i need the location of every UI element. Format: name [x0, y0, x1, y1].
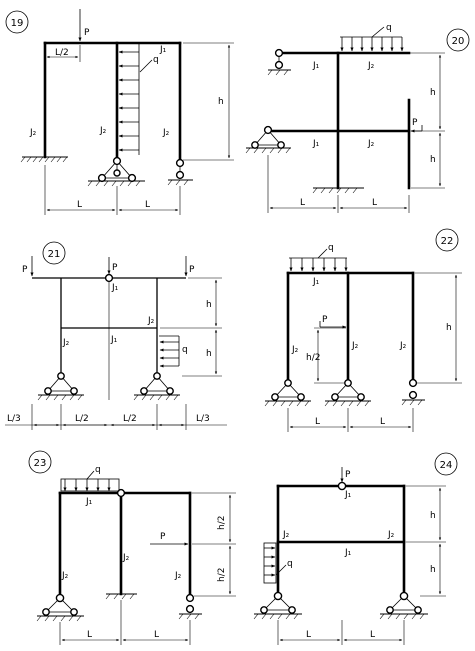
stiffness-label: J₁: [159, 45, 167, 55]
svg-text:P: P: [322, 315, 328, 325]
problem-19: 19 P: [5, 9, 234, 215]
svg-text:22: 22: [441, 236, 454, 247]
svg-text:J₂: J₂: [62, 338, 70, 348]
svg-text:J₁: J₁: [85, 497, 93, 507]
svg-text:q: q: [95, 465, 101, 475]
problem-number-circle: [5, 10, 29, 34]
svg-text:P: P: [189, 265, 195, 275]
svg-text:P: P: [22, 265, 28, 275]
distributed-load: [340, 26, 404, 52]
svg-text:J₁: J₁: [110, 335, 118, 345]
roller-support: [175, 158, 185, 168]
stiffness-label: J₂: [162, 128, 170, 138]
svg-text:L: L: [315, 417, 320, 427]
problem-21: 21 P P P J₁ J₂ J₂ J₁: [5, 241, 227, 430]
dimension-label: h: [218, 97, 224, 107]
svg-text:L: L: [154, 630, 159, 640]
svg-text:J₂: J₂: [61, 571, 69, 581]
svg-text:J₂: J₂: [367, 139, 375, 149]
svg-text:h: h: [446, 323, 452, 333]
svg-text:J₂: J₂: [351, 341, 359, 351]
svg-text:h: h: [430, 88, 436, 98]
svg-text:P: P: [345, 470, 351, 480]
svg-text:h: h: [430, 565, 436, 575]
svg-text:J₁: J₁: [344, 548, 352, 558]
svg-text:q: q: [182, 345, 188, 355]
svg-text:L: L: [380, 417, 385, 427]
dimension-label: L: [145, 200, 150, 210]
problem-number: 19: [11, 18, 24, 29]
svg-text:20: 20: [452, 36, 465, 47]
svg-text:L/3: L/3: [7, 414, 21, 424]
problem-22: 22 q J₁ P h/2 J₂ J₂ J₂: [264, 228, 462, 432]
svg-text:J₁: J₁: [344, 490, 352, 500]
svg-text:P: P: [112, 263, 118, 273]
distributed-load: [159, 335, 180, 368]
svg-text:J₁: J₁: [312, 61, 320, 71]
svg-text:P: P: [160, 532, 166, 542]
problem-24: 24 P J₁ J₂ J₂ J₁ q: [253, 452, 458, 645]
svg-text:J₂: J₂: [282, 530, 290, 540]
svg-text:h/2: h/2: [217, 568, 227, 582]
distributed-load: [60, 470, 120, 492]
svg-text:h/2: h/2: [217, 516, 227, 530]
svg-text:h: h: [206, 349, 212, 359]
dimension-label: L: [77, 200, 82, 210]
svg-text:q: q: [386, 23, 392, 33]
svg-text:L/2: L/2: [123, 414, 137, 424]
problem-20: 20 q J₁: [245, 23, 470, 213]
svg-text:J₂: J₂: [291, 345, 299, 355]
svg-text:24: 24: [440, 460, 453, 471]
svg-text:L/3: L/3: [196, 414, 210, 424]
svg-text:q: q: [328, 243, 334, 253]
svg-text:J₂: J₂: [367, 61, 375, 71]
distributed-load: [263, 542, 287, 584]
svg-text:J₂: J₂: [387, 530, 395, 540]
svg-text:J₂: J₂: [122, 553, 130, 563]
problem-23: 23 q J₁ P J₂ J₂ J₂: [28, 450, 236, 645]
stiffness-label: J₂: [29, 128, 37, 138]
dimension-label: L/2: [55, 48, 69, 58]
stiffness-label: J₂: [99, 126, 107, 136]
svg-text:J₁: J₁: [111, 283, 119, 293]
svg-text:h: h: [430, 155, 436, 165]
svg-text:L/2: L/2: [75, 414, 89, 424]
svg-text:h: h: [430, 511, 436, 521]
svg-text:J₂: J₂: [174, 571, 182, 581]
load-label: P: [84, 28, 90, 38]
svg-text:P: P: [412, 118, 418, 128]
svg-text:L: L: [372, 198, 377, 208]
distributed-load: [289, 248, 348, 272]
svg-text:J₂: J₂: [147, 316, 155, 326]
load-label: q: [153, 55, 159, 65]
svg-text:J₂: J₂: [399, 341, 407, 351]
svg-text:h: h: [206, 300, 212, 310]
svg-text:L: L: [87, 630, 92, 640]
svg-text:L: L: [370, 630, 375, 640]
svg-text:J₁: J₁: [312, 139, 320, 149]
distributed-load: [118, 43, 153, 155]
svg-text:h/2: h/2: [306, 353, 320, 363]
svg-text:21: 21: [48, 249, 61, 260]
svg-text:J₁: J₁: [312, 277, 320, 287]
svg-text:23: 23: [34, 458, 47, 469]
svg-text:q: q: [287, 559, 293, 569]
svg-text:L: L: [300, 198, 305, 208]
hinge: [112, 156, 122, 166]
svg-text:L: L: [306, 630, 311, 640]
pin-support: [101, 160, 133, 179]
